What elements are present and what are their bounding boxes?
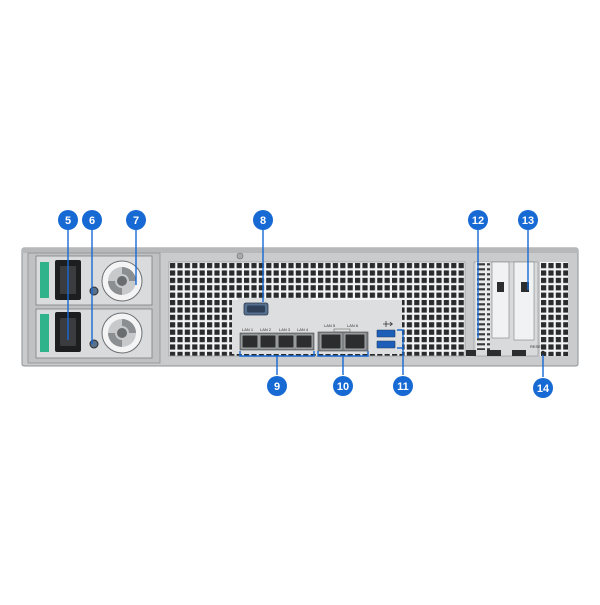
usb-icon <box>383 321 393 327</box>
psu-2-status-led <box>89 339 99 349</box>
callout-8-label: 8 <box>260 215 266 227</box>
lan-3-label: LAN 3 <box>279 327 291 332</box>
callout-6-label: 6 <box>89 215 95 227</box>
pcie-slot-3[interactable] <box>513 261 535 341</box>
bracket-10 <box>317 351 369 375</box>
power-supply-1 <box>35 255 153 306</box>
callout-12: 12 <box>468 210 488 230</box>
serial-port-icon[interactable] <box>243 302 269 316</box>
lan-1-port[interactable] <box>241 334 259 349</box>
lan-2-label: LAN 2 <box>260 327 272 332</box>
chassis-screw <box>236 252 244 260</box>
bracket-9 <box>239 351 315 375</box>
lan-5-label: LAN 5 <box>324 323 336 328</box>
lan-4-label: LAN 4 <box>297 327 309 332</box>
callout-10: 10 <box>333 376 353 396</box>
usb-port-1[interactable] <box>376 329 396 338</box>
psu-1-status-led <box>89 286 99 296</box>
callout-14: 14 <box>533 378 553 398</box>
callout-5: 5 <box>58 210 78 230</box>
callout-8: 8 <box>253 210 273 230</box>
callout-11: 11 <box>393 376 413 396</box>
callout-9-label: 9 <box>274 381 280 393</box>
lan-6-label: LAN 6 <box>347 323 359 328</box>
lan-port-group-5-6 <box>317 331 369 352</box>
lan-1-label: LAN 1 <box>242 327 254 332</box>
usb-port-group <box>376 329 396 349</box>
pcie-slot-2[interactable] <box>491 261 510 339</box>
reset-label: RESET <box>530 344 544 349</box>
callout-10-label: 10 <box>337 381 349 393</box>
psu-1-release-tab[interactable] <box>40 262 49 298</box>
vent-grille-right <box>540 262 568 356</box>
reset-button[interactable] <box>540 350 546 356</box>
callout-9: 9 <box>267 376 287 396</box>
callout-6: 6 <box>82 210 102 230</box>
lan-port-group-1-4 <box>239 332 315 351</box>
lan-4-port[interactable] <box>295 334 313 349</box>
io-plate-top <box>238 298 312 306</box>
callout-13: 13 <box>518 210 538 230</box>
lan-5-port[interactable] <box>320 333 342 350</box>
callout-13-label: 13 <box>522 215 534 227</box>
bracket-11 <box>397 329 404 375</box>
lan-2-port[interactable] <box>259 334 277 349</box>
power-supply-2 <box>35 308 153 359</box>
chassis-top-lip <box>22 248 578 253</box>
callout-12-label: 12 <box>472 215 484 227</box>
pcie-slot-1-vent <box>476 262 490 350</box>
callout-11-label: 11 <box>397 381 409 393</box>
lan-6-port[interactable] <box>344 333 366 350</box>
callout-5-label: 5 <box>65 215 71 227</box>
callout-7: 7 <box>126 210 146 230</box>
leader-lines <box>67 230 544 377</box>
usb-port-2[interactable] <box>376 340 396 349</box>
psu-2-release-tab[interactable] <box>40 314 49 352</box>
callout-7-label: 7 <box>133 215 139 227</box>
lan-3-port[interactable] <box>277 334 295 349</box>
callout-14-label: 14 <box>537 383 550 395</box>
